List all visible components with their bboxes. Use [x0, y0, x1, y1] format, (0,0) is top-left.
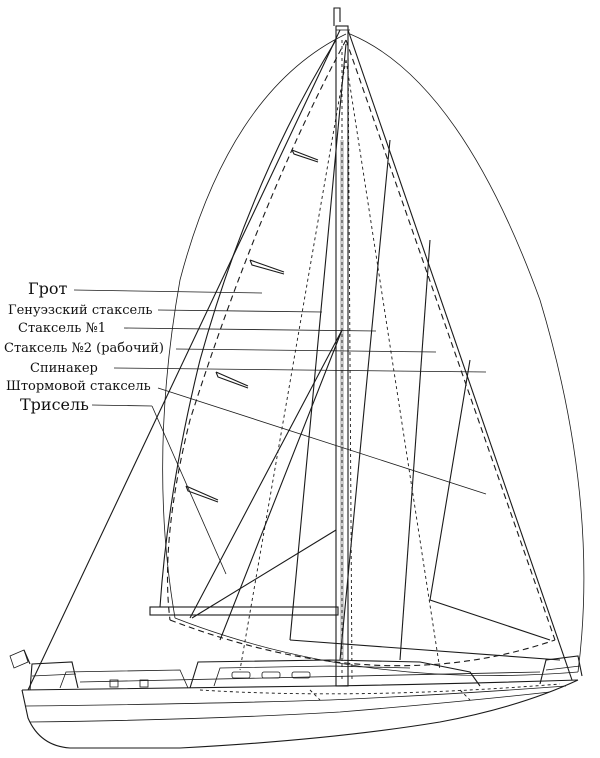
- batten-2: [249, 259, 285, 275]
- mainsail-leech: [159, 39, 337, 608]
- inner-forestay-dashed: [345, 59, 441, 671]
- leader-grot: [73, 289, 263, 294]
- jib2-inner: [399, 239, 431, 661]
- jib2-leech: [339, 139, 391, 661]
- labels: Грот Генуэзский стаксель Стаксель №1 Ста…: [4, 279, 164, 414]
- stern-pulpit-rail: [31, 673, 77, 677]
- batten-1: [291, 149, 319, 163]
- label-spinnaker: Спинакер: [30, 361, 98, 376]
- hull: [9, 649, 583, 749]
- deck-sheer-line: [21, 679, 579, 691]
- boom: [149, 606, 339, 616]
- backstay: [27, 29, 341, 691]
- leader-trysail-b: [151, 405, 227, 575]
- halyard-dashed-2: [347, 39, 353, 681]
- storm-jib-outline: [429, 359, 551, 641]
- label-jib1: Стаксель №1: [18, 321, 106, 336]
- stern-pulpit: [29, 661, 79, 691]
- hull-bottom-line: [21, 679, 579, 749]
- leader-storm-jib: [157, 387, 487, 495]
- genoa-foot: [169, 619, 556, 667]
- spinnaker-foot: [174, 617, 579, 676]
- leader-jib2: [175, 348, 437, 353]
- label-jib2: Стаксель №2 (рабочий): [4, 341, 164, 356]
- cabin-inner-line: [213, 665, 411, 687]
- boot-stripe: [25, 685, 567, 707]
- waterline: [29, 691, 551, 723]
- label-storm-jib: Штормовой стаксель: [6, 379, 151, 394]
- spinnaker-leech: [162, 33, 347, 619]
- label-trysail: Трисель: [20, 395, 89, 414]
- leader-spinnaker: [113, 367, 487, 373]
- trysail-outline: [189, 329, 343, 641]
- leader-genoa: [157, 309, 323, 313]
- leader-trysail-a: [91, 404, 153, 407]
- bow-pulpit-rail: [545, 665, 581, 671]
- label-grot: Грот: [28, 279, 67, 298]
- leader-lines: [73, 289, 487, 575]
- label-genoa: Генуэзский стаксель: [8, 303, 153, 318]
- lower-shroud-dashed: [239, 59, 347, 671]
- batten-3: [215, 371, 249, 389]
- portlight-2: [261, 671, 281, 679]
- genoa-luff: [345, 39, 556, 641]
- batten-4: [185, 485, 219, 503]
- jib1-leech: [289, 43, 347, 641]
- spinnaker-luff: [349, 33, 585, 673]
- mast-spar: [335, 25, 349, 687]
- portlight-1: [231, 671, 251, 679]
- winch-2: [139, 679, 149, 688]
- leader-jib1: [123, 327, 377, 332]
- cockpit-coaming: [59, 669, 189, 689]
- masthead-fitting: [333, 7, 341, 26]
- forestay: [347, 29, 573, 681]
- winch-1: [109, 679, 119, 688]
- ensign-flag: [9, 649, 29, 669]
- boom-spar: [149, 606, 339, 616]
- portlight-3: [291, 671, 311, 679]
- trysail-foot: [191, 529, 337, 619]
- jib1-foot: [289, 639, 561, 661]
- lifeline: [79, 671, 541, 683]
- genoa-leech: [166, 39, 347, 621]
- deck-dashed-line: [199, 683, 561, 695]
- cabin-top: [189, 659, 481, 689]
- deck-fittings-dashed: [309, 689, 471, 701]
